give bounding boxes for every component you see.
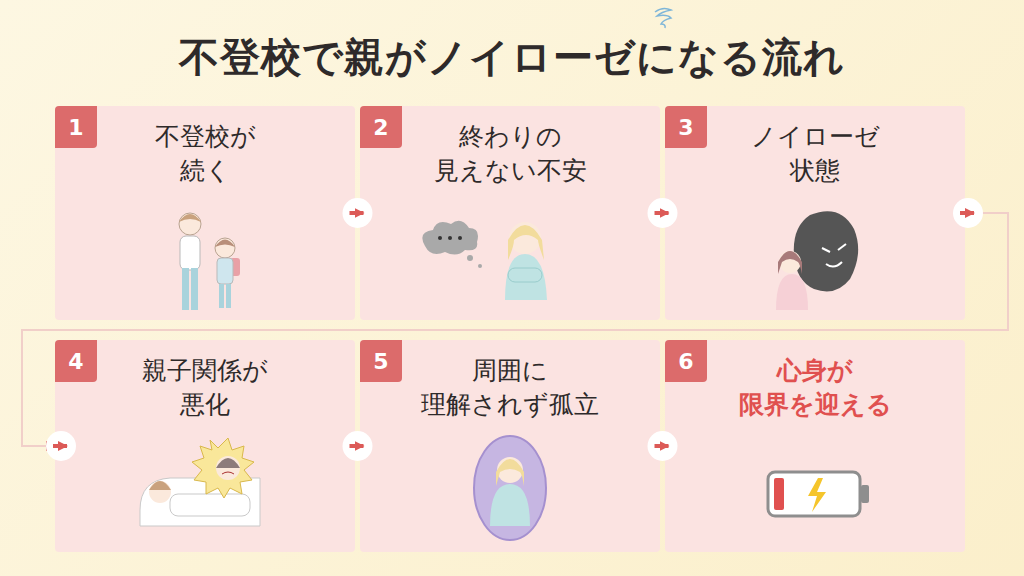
step-panel: 4 親子関係が 悪化 <box>55 340 355 552</box>
flow-arrow <box>22 198 1008 461</box>
conflict-illustration <box>140 438 260 526</box>
arrow-badge <box>648 198 678 228</box>
step-number: 3 <box>678 115 693 140</box>
swirl-icon <box>655 8 671 28</box>
worry-illustration <box>422 221 547 300</box>
connector-line <box>22 213 1008 446</box>
arrow-glyph <box>350 211 364 215</box>
battery-icon <box>768 472 869 516</box>
arrow-glyph <box>53 444 67 448</box>
step-number: 6 <box>678 349 693 374</box>
flow-arrow <box>343 198 373 228</box>
arrow-glyph <box>960 211 974 215</box>
step-heading: 終わりの 見えない不安 <box>434 120 587 188</box>
connector-line <box>355 445 360 448</box>
step-number-tab: 1 <box>55 106 97 148</box>
arrow-badge <box>343 198 373 228</box>
step-number: 2 <box>373 115 388 140</box>
connector-line <box>660 445 665 448</box>
arrow-badge <box>46 431 76 461</box>
step-panel: 3 ノイローゼ 状態 <box>665 106 965 320</box>
anxiety-monster-illustration <box>776 211 858 310</box>
arrow-badge <box>343 431 373 461</box>
step-heading: 不登校が 続く <box>155 120 256 188</box>
parent-child-illustration <box>179 213 240 310</box>
step-panel: 5 周囲に 理解されず孤立 <box>360 340 660 552</box>
step-number: 1 <box>68 115 83 140</box>
connector-line <box>355 212 360 215</box>
arrow-glyph <box>655 444 669 448</box>
step-panel: 2 終わりの 見えない不安 <box>360 106 660 320</box>
step-number-tab: 5 <box>360 340 402 382</box>
step-number-tab: 4 <box>55 340 97 382</box>
flow-arrow <box>343 431 373 461</box>
step-number-tab: 3 <box>665 106 707 148</box>
step-number-tab: 2 <box>360 106 402 148</box>
step-panel: 6 心身が 限界を迎える <box>665 340 965 552</box>
arrow-badge <box>648 431 678 461</box>
step-panel: 1 不登校が 続く <box>55 106 355 320</box>
step-heading: 周囲に 理解されず孤立 <box>421 354 599 422</box>
step-number: 5 <box>373 349 388 374</box>
arrow-glyph <box>655 211 669 215</box>
step-heading: 心身が 限界を迎える <box>739 354 892 422</box>
step-number: 4 <box>68 349 83 374</box>
flow-arrow <box>648 431 678 461</box>
arrow-glyph <box>350 444 364 448</box>
flow-arrow <box>648 198 678 228</box>
step-heading: ノイローゼ 状態 <box>751 120 880 188</box>
isolation-illustration <box>474 436 546 540</box>
step-number-tab: 6 <box>665 340 707 382</box>
step-heading: 親子関係が 悪化 <box>142 354 268 422</box>
arrow-badge <box>953 198 983 228</box>
connector-line <box>660 212 665 215</box>
diagram-title: 不登校で親がノイローゼになる流れ <box>0 30 1024 85</box>
